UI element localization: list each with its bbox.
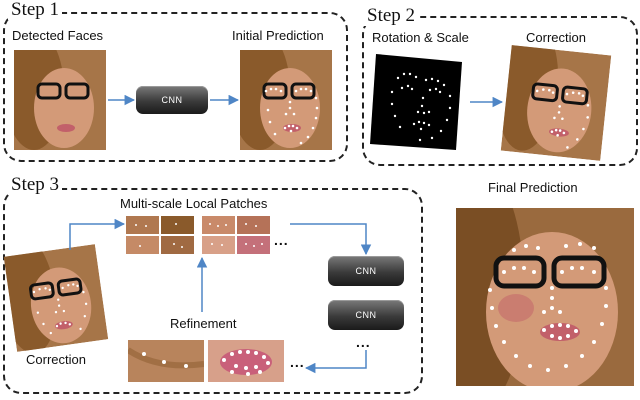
refinement-caption: Refinement bbox=[170, 316, 237, 331]
detected-faces-caption: Detected Faces bbox=[12, 28, 104, 43]
patch-group-2 bbox=[202, 216, 270, 254]
patch-group-1 bbox=[126, 216, 194, 254]
refinement-patch-1 bbox=[128, 340, 204, 382]
multiscale-patches-caption: Multi-scale Local Patches bbox=[120, 196, 268, 211]
correction-caption-step2: Correction bbox=[526, 30, 586, 45]
initial-prediction-caption: Initial Prediction bbox=[232, 28, 324, 43]
refinement-ellipsis: ... bbox=[290, 354, 305, 370]
step1-box bbox=[3, 12, 348, 162]
refinement-patch-2 bbox=[208, 340, 284, 382]
step3-box bbox=[3, 188, 423, 394]
rotation-scale-landmark-map bbox=[368, 52, 464, 152]
step2-label: Step 2 bbox=[364, 6, 419, 26]
step3-label: Step 3 bbox=[8, 175, 63, 195]
cnn-ellipsis: ... bbox=[356, 334, 371, 350]
corrected-face-image bbox=[500, 45, 612, 161]
step2-box bbox=[362, 16, 638, 166]
correction-caption-step3: Correction bbox=[26, 352, 86, 367]
patches-ellipsis: ... bbox=[274, 232, 289, 248]
cnn-block-step1: CNN bbox=[136, 86, 208, 114]
final-prediction-image bbox=[456, 208, 634, 386]
initial-prediction-image bbox=[240, 50, 332, 150]
detected-face-image bbox=[14, 50, 106, 150]
rotation-scale-caption: Rotation & Scale bbox=[372, 30, 469, 45]
final-prediction-caption: Final Prediction bbox=[488, 180, 578, 195]
step1-label: Step 1 bbox=[8, 0, 63, 20]
step3-corrected-face-image bbox=[3, 244, 109, 352]
cnn-block-step3-bottom: CNN bbox=[328, 300, 404, 330]
cnn-block-step3-top: CNN bbox=[328, 256, 404, 286]
